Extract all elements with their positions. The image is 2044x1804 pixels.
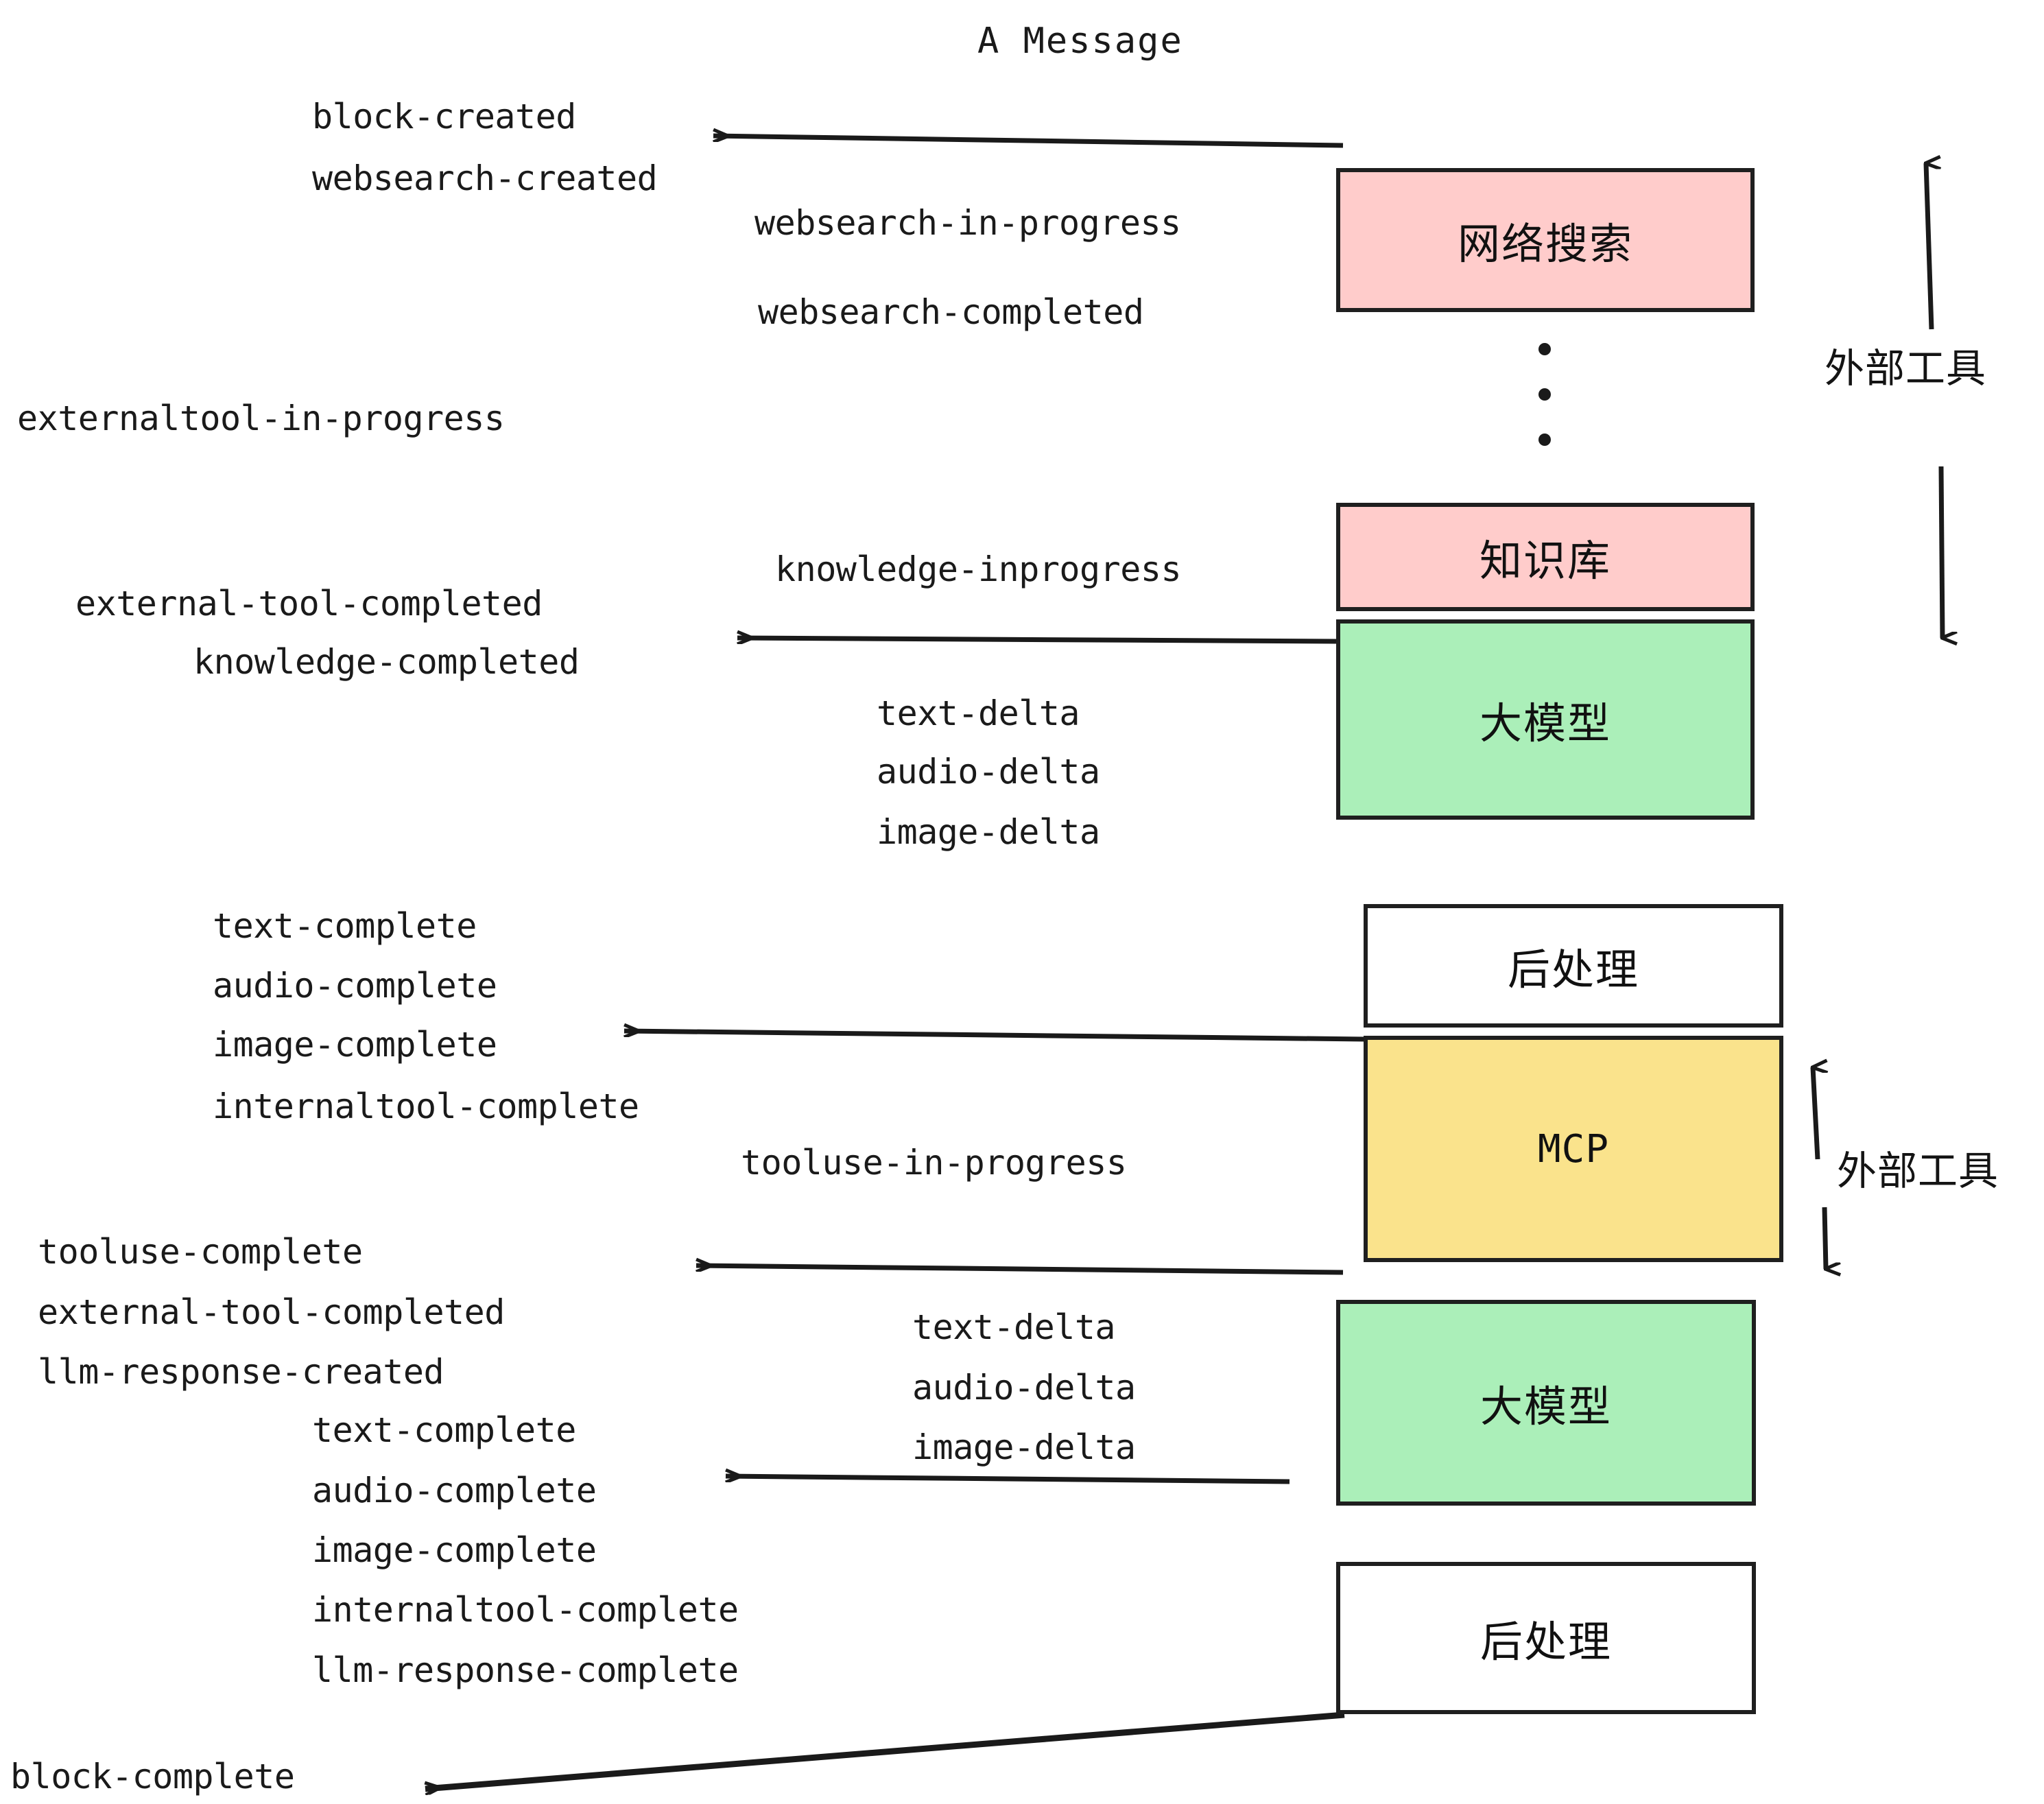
- event-text-delta-2: text-delta: [912, 1307, 1116, 1347]
- arrow-external-tools-top-up: [1926, 163, 1932, 330]
- event-internaltool-complete-1: internaltool-complete: [213, 1087, 639, 1126]
- event-audio-delta-1: audio-delta: [877, 752, 1100, 792]
- side-label-external-tools-bottom: 外部工具: [1837, 1148, 1999, 1194]
- event-llm-response-complete: llm-response-complete: [312, 1650, 739, 1690]
- node-mcp-label: MCP: [1537, 1126, 1610, 1172]
- event-tooluse-complete: tooluse-complete: [38, 1232, 363, 1272]
- event-external-tool-completed-2: external-tool-completed: [38, 1292, 505, 1332]
- arrow-postprocess2-to-block-complete: [425, 1711, 1345, 1789]
- event-tooluse-in-progress: tooluse-in-progress: [741, 1143, 1127, 1183]
- node-llm-1[interactable]: 大模型: [1336, 619, 1755, 820]
- node-llm-1-label: 大模型: [1479, 698, 1611, 748]
- event-block-complete: block-complete: [10, 1757, 295, 1796]
- event-externaltool-in-progress: externaltool-in-progress: [17, 399, 505, 438]
- event-text-delta-1: text-delta: [877, 693, 1080, 733]
- arrow-llm-to-knowledge-completed: [737, 638, 1337, 641]
- arrow-external-tools-bottom-down: [1822, 1207, 1826, 1269]
- node-knowledge-label: 知识库: [1479, 536, 1611, 586]
- vertical-ellipsis-icon: [1538, 343, 1552, 446]
- event-image-complete-1: image-complete: [213, 1025, 497, 1065]
- arrow-external-tools-top-down: [1938, 466, 1942, 638]
- event-text-complete-2: text-complete: [312, 1410, 576, 1450]
- arrow-websearch-to-block-created: [713, 136, 1344, 148]
- arrow-llm2-to-audio-complete: [726, 1476, 1290, 1484]
- event-llm-response-created: llm-response-created: [38, 1352, 444, 1392]
- node-websearch[interactable]: 网络搜索: [1336, 168, 1755, 312]
- arrow-postprocess-to-image-complete: [624, 1031, 1366, 1042]
- event-external-tool-completed-1: external-tool-completed: [75, 584, 543, 624]
- node-knowledge[interactable]: 知识库: [1336, 503, 1755, 611]
- node-postprocess-2[interactable]: 后处理: [1336, 1562, 1756, 1714]
- event-image-complete-2: image-complete: [312, 1530, 597, 1570]
- node-websearch-label: 网络搜索: [1457, 219, 1633, 269]
- event-audio-delta-2: audio-delta: [912, 1368, 1136, 1408]
- event-internaltool-complete-2: internaltool-complete: [312, 1590, 739, 1630]
- event-image-delta-2: image-delta: [912, 1427, 1136, 1467]
- event-knowledge-completed: knowledge-completed: [193, 642, 580, 682]
- event-websearch-created: websearch-created: [312, 158, 658, 198]
- arrow-external-tools-bottom-up: [1813, 1067, 1818, 1160]
- arrow-mcp-to-tooluse-complete: [696, 1266, 1344, 1275]
- side-label-external-tools-top: 外部工具: [1825, 345, 1987, 392]
- event-audio-complete-1: audio-complete: [213, 966, 497, 1006]
- event-knowledge-inprogress: knowledge-inprogress: [775, 549, 1182, 589]
- node-llm-2-label: 大模型: [1479, 1381, 1612, 1432]
- node-llm-2[interactable]: 大模型: [1336, 1300, 1756, 1506]
- event-image-delta-1: image-delta: [877, 812, 1100, 852]
- page-title: A Message: [977, 21, 1183, 62]
- node-mcp[interactable]: MCP: [1364, 1036, 1783, 1262]
- event-block-created: block-created: [312, 97, 576, 137]
- node-postprocess-1[interactable]: 后处理: [1364, 904, 1783, 1028]
- event-websearch-in-progress: websearch-in-progress: [754, 203, 1181, 243]
- event-websearch-completed: websearch-completed: [758, 292, 1144, 332]
- event-audio-complete-2: audio-complete: [312, 1471, 597, 1510]
- node-postprocess-1-label: 后处理: [1507, 945, 1639, 995]
- node-postprocess-2-label: 后处理: [1479, 1617, 1612, 1667]
- event-text-complete-1: text-complete: [213, 906, 477, 946]
